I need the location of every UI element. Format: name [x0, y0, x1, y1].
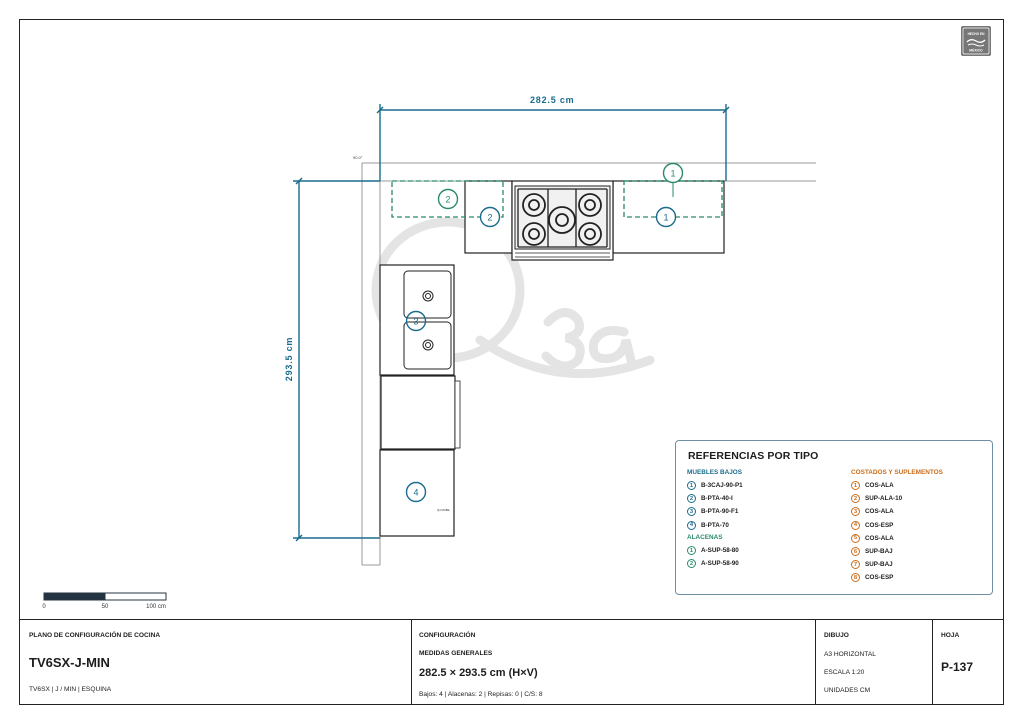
plan-label: PLANO DE CONFIGURACIÓN DE COCINA [29, 632, 161, 639]
height-dimension [293, 177, 380, 542]
dibujo-units: UNIDADES CM [824, 687, 871, 694]
bajos-badge: 3 [687, 507, 696, 517]
alacenas-row: 1 A-SUP-58-80 [687, 545, 739, 556]
costados-code: COS-ESP [865, 574, 894, 582]
costados-code: SUP-BAJ [865, 561, 893, 569]
hoja-value: P-137 [941, 660, 974, 674]
costados-badge: 6 [851, 547, 860, 556]
title-divider-2 [815, 619, 816, 705]
base-tag-2: 2 [479, 206, 501, 228]
costados-badge: 2 [851, 494, 860, 504]
scale-bar: 0 50 100 cm [42, 592, 167, 610]
costados-row: 3 COS-ALA [851, 506, 894, 517]
costados-heading: COSTADOS Y SUPLEMENTOS [851, 469, 943, 476]
svg-text:0: 0 [42, 604, 46, 610]
drawing-frame [19, 19, 1004, 705]
costados-badge: 7 [851, 560, 860, 570]
counts: Bajos: 4 | Alacenas: 2 | Repisas: 0 | C/… [419, 691, 543, 698]
medidas-label: MEDIDAS GENERALES [419, 650, 493, 657]
medidas-value: 282.5 × 293.5 cm (H×V) [419, 667, 538, 679]
costados-code: SUP-ALA-10 [865, 495, 903, 503]
title-block: PLANO DE CONFIGURACIÓN DE COCINA TV6SX-J… [19, 619, 1004, 705]
stove [511, 180, 614, 261]
costados-row: 1 COS-ALA [851, 480, 894, 491]
dibujo-label: DIBUJO [824, 632, 849, 639]
wall-tag-1a: 1 [662, 162, 684, 197]
costados-row: 4 COS-ESP [851, 520, 893, 531]
model-sub: TV6SX | J / MIN | ESQUINA [29, 686, 112, 693]
costados-row: 2 SUP-ALA-10 [851, 493, 902, 504]
svg-text:50: 50 [102, 604, 109, 610]
costados-badge: 3 [851, 507, 860, 517]
bajos-code: B-PTA-40-I [701, 495, 733, 503]
costados-badge: 8 [851, 573, 860, 583]
costados-row: 8 COS-ESP [851, 572, 893, 583]
bajos-row: 4 B-PTA-70 [687, 520, 729, 531]
hecho-en-mexico-logo: HECHO EN MÉXICO [961, 26, 991, 56]
svg-text:3: 3 [413, 317, 418, 327]
bajos-row: 3 B-PTA-90-F1 [687, 506, 738, 517]
bajos-badge: 1 [687, 481, 696, 490]
width-dimension [376, 104, 730, 181]
sink-cabinet [379, 264, 455, 376]
costados-row: 6 SUP-BAJ [851, 546, 893, 557]
svg-text:4: 4 [413, 488, 418, 498]
costados-badge: 4 [851, 520, 860, 530]
bajos-badge: 2 [687, 494, 696, 504]
svg-text:HECHO EN: HECHO EN [968, 32, 986, 36]
bajos-heading: MUEBLES BAJOS [687, 469, 743, 476]
title-divider-1 [411, 619, 412, 705]
hoja-label: HOJA [941, 632, 960, 639]
svg-text:100 cm: 100 cm [146, 604, 166, 610]
title-divider-3 [932, 619, 933, 705]
dibujo-format: A3 HORIZONTAL [824, 651, 876, 658]
costados-badge: 5 [851, 533, 860, 543]
width-dimension-label: 282.5 cm [530, 95, 575, 105]
bajos-code: B-3CAJ-90-P1 [701, 482, 743, 489]
config-label: CONFIGURACIÓN [419, 632, 476, 639]
alacenas-row: 2 A-SUP-58-90 [687, 558, 739, 569]
fridge [380, 375, 461, 450]
references-title: REFERENCIAS POR TIPO [688, 450, 819, 462]
alacenas-code: A-SUP-58-80 [701, 547, 739, 554]
bajos-row: 1 B-3CAJ-90-P1 [687, 480, 743, 491]
bajos-badge: 4 [687, 520, 696, 530]
alacenas-code: A-SUP-58-90 [701, 560, 739, 568]
alacenas-badge: 1 [687, 546, 696, 555]
svg-text:2: 2 [487, 213, 492, 223]
base-tag-3: 3 [405, 310, 427, 332]
costados-row: 7 SUP-BAJ [851, 559, 893, 570]
wall-tag-1b: 1 [655, 206, 677, 228]
costados-code: COS-ESP [865, 521, 894, 529]
svg-text:2: 2 [445, 195, 450, 205]
bajos-code: B-PTA-90-F1 [701, 508, 739, 516]
bajos-code: B-PTA-70 [701, 521, 729, 529]
bajos-row: 2 B-PTA-40-I [687, 493, 733, 504]
alacenas-badge: 2 [687, 559, 696, 569]
svg-text:1: 1 [670, 169, 675, 179]
costados-code: COS-ALA [865, 482, 894, 489]
svg-text:1: 1 [663, 213, 668, 223]
wall-tag-2: 2 [437, 188, 459, 210]
costados-code: COS-ALA [865, 508, 894, 516]
costados-row: 5 COS-ALA [851, 533, 894, 544]
panel-marker: Q4 MABE [437, 508, 450, 512]
height-dimension-label: 293.5 cm [284, 336, 294, 382]
base-tag-4: 4 [405, 481, 427, 503]
model-name: TV6SX-J-MIN [29, 655, 110, 670]
costados-code: SUP-BAJ [865, 548, 893, 555]
alacenas-heading: ALACENAS [687, 534, 723, 541]
svg-text:MÉXICO: MÉXICO [969, 48, 983, 53]
angle-label: 90.0° [353, 155, 363, 160]
costados-code: COS-ALA [865, 534, 894, 542]
costados-badge: 1 [851, 481, 860, 490]
dibujo-scale: ESCALA 1:20 [824, 669, 865, 676]
references-panel: REFERENCIAS POR TIPO MUEBLES BAJOS 1 B-3C… [675, 440, 993, 595]
